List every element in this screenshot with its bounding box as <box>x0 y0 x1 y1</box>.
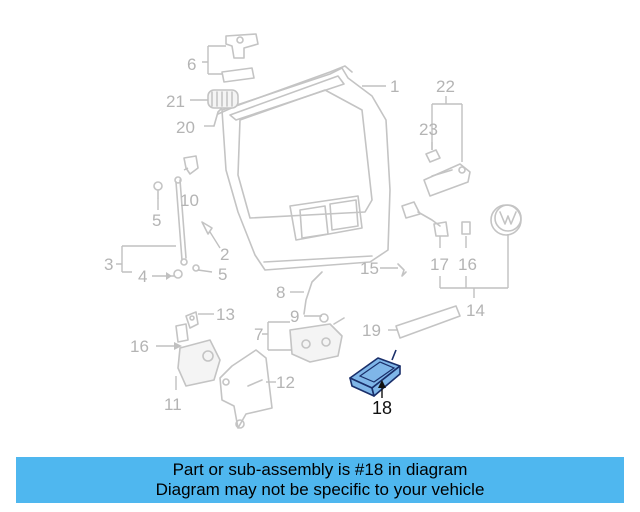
bulb-part-23 <box>425 149 441 163</box>
callout-5a: 5 <box>152 211 161 230</box>
callout-18-highlighted: 18 <box>372 398 392 418</box>
cable-part-15 <box>397 263 407 277</box>
actuator-part-16 <box>175 323 189 343</box>
bracket-part-10 <box>183 155 199 175</box>
rod-part-8 <box>303 271 323 315</box>
bolt-part-13 <box>185 311 199 329</box>
callout-16b: 16 <box>130 337 149 356</box>
callout-6: 6 <box>187 55 196 74</box>
callout-13: 13 <box>216 305 235 324</box>
gas-strut-part <box>174 176 188 266</box>
emblem-part <box>490 204 522 236</box>
license-lamp-part-18 <box>349 349 401 397</box>
tailgate-part <box>217 65 391 271</box>
callout-15: 15 <box>360 259 379 278</box>
callout-10: 10 <box>180 191 199 210</box>
info-banner: Part or sub-assembly is #18 in diagram D… <box>16 457 624 503</box>
leader-lines <box>116 45 509 398</box>
callout-16a: 16 <box>458 255 477 274</box>
bracket-part-12 <box>219 349 273 429</box>
ball-stud-part <box>153 181 213 279</box>
banner-line-2: Diagram may not be specific to your vehi… <box>155 480 485 499</box>
callout-20: 20 <box>176 118 195 137</box>
connector-part-17 <box>401 201 449 237</box>
callout-14: 14 <box>466 301 485 320</box>
callout-8: 8 <box>276 283 285 302</box>
callout-labels: 1 6 21 20 10 5 2 3 4 5 22 23 15 17 16 14… <box>104 55 485 418</box>
latch-part <box>289 317 345 363</box>
hose-part <box>207 89 239 109</box>
callout-1: 1 <box>390 77 399 96</box>
callout-19: 19 <box>362 321 381 340</box>
callout-12: 12 <box>276 373 295 392</box>
callout-3: 3 <box>104 255 113 274</box>
callout-22: 22 <box>436 77 455 96</box>
switch-part-22 <box>423 163 471 197</box>
callout-4: 4 <box>138 267 147 286</box>
callout-11: 11 <box>164 395 182 414</box>
banner-line-1: Part or sub-assembly is #18 in diagram <box>172 460 468 479</box>
lock-part-11 <box>177 339 221 387</box>
clip-part-16 <box>461 221 471 235</box>
callout-5b: 5 <box>218 265 227 284</box>
callout-9: 9 <box>290 307 299 326</box>
callout-21: 21 <box>166 92 185 111</box>
trim-part <box>395 305 461 339</box>
parts-diagram: 1 6 21 20 10 5 2 3 4 5 22 23 15 17 16 14… <box>104 33 522 429</box>
clip-part-9 <box>319 313 329 323</box>
callout-17: 17 <box>430 255 449 274</box>
callout-23: 23 <box>419 120 438 139</box>
callout-7: 7 <box>254 325 263 344</box>
hinge-part <box>221 33 259 83</box>
callout-2: 2 <box>220 245 229 264</box>
